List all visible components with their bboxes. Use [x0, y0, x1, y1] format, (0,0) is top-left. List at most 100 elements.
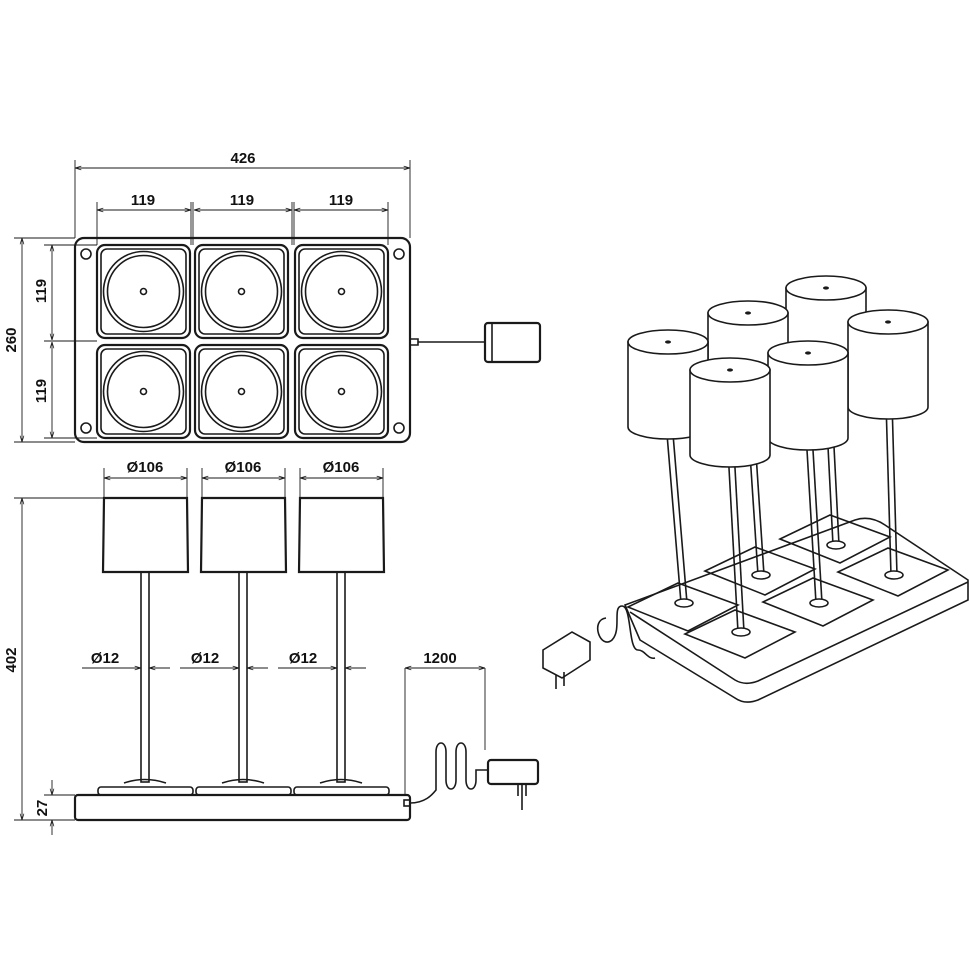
- charging-plate-outline: [73, 236, 412, 444]
- dim-cell-width: 119: [230, 192, 254, 209]
- iso-stem: [891, 401, 898, 576]
- dim-stem-diameter: Ø12: [191, 650, 219, 667]
- charging-base-side: [73, 793, 412, 822]
- iso-tile: [683, 609, 797, 659]
- lamp-footprint: [200, 350, 283, 433]
- iso-power-adapter: [542, 631, 591, 679]
- iso-stem: [811, 432, 823, 604]
- charging-cell: [193, 243, 290, 340]
- lamp-footprint-inner: [106, 354, 181, 429]
- charging-cell-inner: [298, 248, 385, 335]
- iso-stem: [885, 401, 892, 576]
- iso-base-top-edge: [629, 581, 969, 685]
- lamp-foot: [123, 778, 167, 784]
- isometric-view: [542, 275, 969, 703]
- iso-lamps: [627, 275, 929, 637]
- cable: [410, 338, 485, 346]
- lamp-footprint: [102, 350, 185, 433]
- charging-contact: [337, 287, 346, 296]
- mount-hole: [80, 248, 92, 260]
- plug-pins: [517, 784, 527, 810]
- charging-cells: [95, 243, 390, 440]
- dim-stem-diameter: Ø12: [289, 650, 317, 667]
- charging-cell: [293, 343, 390, 440]
- lamp-footprint: [102, 250, 185, 333]
- power-adapter: [483, 321, 542, 364]
- lamp-foot: [319, 778, 363, 784]
- iso-tile: [761, 577, 875, 627]
- coiled-cable: [409, 742, 488, 804]
- lamp-footprint: [300, 350, 383, 433]
- iso-tile: [626, 582, 740, 632]
- lamp-footprint-inner: [304, 254, 379, 329]
- lamp-footprint-inner: [304, 354, 379, 429]
- dim-shade-diameter: Ø106: [225, 459, 262, 476]
- iso-foot: [674, 598, 694, 608]
- dim-cell-width: 119: [131, 192, 155, 209]
- lamp-stem: [336, 571, 346, 783]
- iso-cable: [596, 605, 656, 660]
- extension-lines: [14, 237, 97, 443]
- dim-overall-height: 260: [3, 327, 20, 352]
- iso-tile: [836, 547, 950, 597]
- iso-stem: [727, 449, 739, 633]
- lamp-stem: [238, 571, 248, 783]
- lamp-base-pad: [97, 786, 194, 796]
- iso-touch-dot: [665, 340, 671, 344]
- iso-shade: [767, 352, 849, 451]
- charging-contact: [139, 387, 148, 396]
- side-view: Ø106 Ø106 Ø106 Ø12 Ø12 Ø12 1200 402 27: [3, 459, 540, 835]
- iso-stem: [805, 432, 817, 604]
- iso-foot: [809, 598, 829, 608]
- lamp-shade: [297, 496, 386, 574]
- iso-shade: [689, 369, 771, 468]
- lamp-base-pad: [195, 786, 292, 796]
- dim-cell-width: 119: [329, 192, 353, 209]
- lamp-base-pad: [293, 786, 390, 796]
- extension-lines: [404, 668, 486, 795]
- extension-lines: [14, 497, 104, 821]
- lamp-footprint-inner: [204, 254, 279, 329]
- mount-hole: [393, 248, 405, 260]
- charging-contact: [237, 287, 246, 296]
- dim-cable-length: 1200: [423, 650, 456, 667]
- iso-tiles: [626, 514, 950, 659]
- charging-contact: [237, 387, 246, 396]
- dim-overall-width: 426: [230, 150, 255, 167]
- charging-cell-inner: [198, 248, 285, 335]
- charging-contact: [139, 287, 148, 296]
- dim-cell-height: 119: [33, 379, 50, 403]
- iso-touch-dot: [885, 320, 891, 324]
- mount-hole: [80, 422, 92, 434]
- iso-touch-dot: [805, 351, 811, 355]
- iso-foot: [751, 570, 771, 580]
- lamp-footprint-inner: [106, 254, 181, 329]
- charging-contact: [337, 387, 346, 396]
- iso-plug-pins: [555, 672, 565, 689]
- iso-foot: [826, 540, 846, 550]
- charging-cell: [193, 343, 290, 440]
- iso-stem: [671, 421, 688, 604]
- lamp-footprint: [200, 250, 283, 333]
- lamp-footprint: [300, 250, 383, 333]
- lamp-stem: [140, 571, 150, 783]
- iso-touch-dot: [727, 368, 733, 372]
- lamp-footprint-inner: [204, 354, 279, 429]
- iso-stem: [665, 421, 682, 604]
- dim-shade-diameter: Ø106: [127, 459, 164, 476]
- iso-tile: [703, 546, 817, 596]
- iso-foot: [884, 570, 904, 580]
- lamp-shade: [101, 496, 190, 574]
- power-adapter-side: [486, 758, 540, 786]
- mount-hole: [393, 422, 405, 434]
- iso-touch-dot: [823, 286, 829, 290]
- charging-cell: [95, 243, 192, 340]
- charging-cell-inner: [100, 348, 187, 435]
- iso-shade: [847, 321, 929, 420]
- charging-cell-inner: [198, 348, 285, 435]
- charging-cell: [293, 243, 390, 340]
- top-view: 426 119 119 119 260 119 119: [3, 150, 542, 444]
- side-lamps: [97, 496, 390, 796]
